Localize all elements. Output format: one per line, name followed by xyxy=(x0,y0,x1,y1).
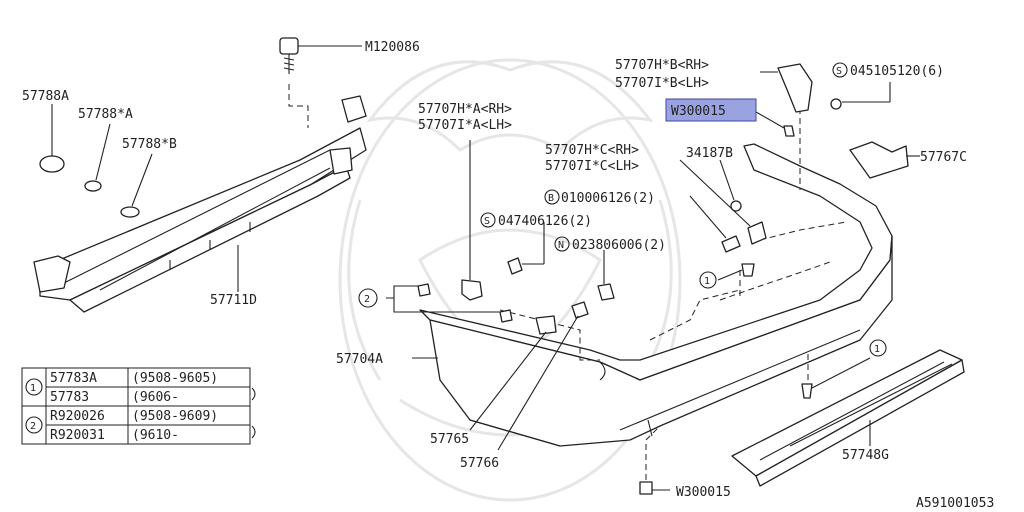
callout-57707h-a-rh[interactable]: 57707H*A<RH> xyxy=(418,102,512,117)
step-pad-57748g[interactable] xyxy=(731,349,965,487)
retainer-57765[interactable] xyxy=(469,315,557,431)
callout-57766[interactable]: 57766 xyxy=(460,456,499,471)
retainer-57766[interactable] xyxy=(497,301,589,451)
table-ref-2-marker xyxy=(25,416,43,434)
marker-n: N xyxy=(554,236,570,252)
bolt-047406126[interactable] xyxy=(507,222,545,275)
table-row-part: R920031 xyxy=(50,428,105,443)
callout-57788-star-b[interactable]: 57788*B xyxy=(122,137,177,152)
table-ref-1: 1 xyxy=(30,383,36,394)
bolt-m120086[interactable] xyxy=(279,37,362,128)
highlight-w300015 xyxy=(665,98,757,122)
table-ref-2: 2 xyxy=(30,421,36,432)
marker-2: 2 xyxy=(358,288,378,308)
table-row-part: 57783A xyxy=(50,371,97,386)
marker-s-right: S xyxy=(832,62,848,78)
svg-text:1: 1 xyxy=(704,276,710,287)
callout-57707i-c-lh[interactable]: 57707I*C<LH> xyxy=(545,159,639,174)
table-row-part: R920026 xyxy=(50,409,105,424)
marker-b: B xyxy=(544,189,560,205)
table-row-part: 57783 xyxy=(50,390,89,405)
clip-w300015-bottom[interactable] xyxy=(639,481,670,495)
bracket-57707h-b[interactable] xyxy=(760,63,813,113)
callout-57707h-c-rh[interactable]: 57707H*C<RH> xyxy=(545,143,639,158)
grommet-57788-star-b[interactable] xyxy=(120,153,153,218)
bracket-57707h-c[interactable] xyxy=(679,159,767,245)
callout-010006126[interactable]: 010006126(2) xyxy=(561,191,655,206)
marker-1-lower: 1 xyxy=(869,339,887,357)
svg-text:1: 1 xyxy=(874,344,880,355)
svg-text:2: 2 xyxy=(364,294,370,305)
side-bracket-57767c[interactable] xyxy=(849,141,920,179)
clip-w300015-top[interactable] xyxy=(755,111,795,137)
marker-s-upper: S xyxy=(480,212,496,228)
bolt-045105120[interactable] xyxy=(830,82,891,110)
table-row-dates: (9610- xyxy=(132,428,179,443)
table-row-dates: (9508-9609) xyxy=(132,409,218,424)
callout-045105120[interactable]: 045105120(6) xyxy=(850,64,944,79)
marker-1-upper: 1 xyxy=(699,271,717,289)
callout-57707i-b-lh[interactable]: 57707I*B<LH> xyxy=(615,76,709,91)
applicability-table: 1 2 57783A (9508-9605) 57783 (9606- R920… xyxy=(21,367,256,445)
callout-57788-star-a[interactable]: 57788*A xyxy=(78,107,133,122)
nut-023806006[interactable] xyxy=(597,250,615,301)
callout-047406126[interactable]: 047406126(2) xyxy=(498,214,592,229)
callout-34187b[interactable]: 34187B xyxy=(686,146,733,161)
callout-57707h-b-rh[interactable]: 57707H*B<RH> xyxy=(615,58,709,73)
callout-023806006[interactable]: 023806006(2) xyxy=(572,238,666,253)
grommet-57788a[interactable] xyxy=(39,104,65,173)
svg-text:B: B xyxy=(548,193,554,204)
bolt-010006126[interactable] xyxy=(689,195,741,253)
callout-57788a[interactable]: 57788A xyxy=(22,89,69,104)
reinforcement-beam-57711d[interactable] xyxy=(33,95,367,313)
clip-1-upper[interactable] xyxy=(717,263,755,281)
callout-57767c[interactable]: 57767C xyxy=(920,150,967,165)
bracket-57707h-a[interactable] xyxy=(461,140,483,301)
callout-57765[interactable]: 57765 xyxy=(430,432,469,447)
nut-34187b[interactable] xyxy=(719,159,742,212)
callout-w300015-top[interactable]: W300015 xyxy=(671,104,726,119)
svg-text:N: N xyxy=(558,240,564,251)
table-ref-1-marker xyxy=(25,378,43,396)
callout-57711d[interactable]: 57711D xyxy=(210,293,257,308)
callout-57707i-a-lh[interactable]: 57707I*A<LH> xyxy=(418,118,512,133)
document-id: A591001053 xyxy=(916,496,994,511)
rear-bumper-face-57704a[interactable] xyxy=(419,143,893,447)
clip-1-lower[interactable] xyxy=(801,357,871,399)
clip-2-group[interactable] xyxy=(386,283,513,323)
table-row-dates: (9606- xyxy=(132,390,179,405)
callout-w300015-bottom[interactable]: W300015 xyxy=(676,485,731,500)
svg-text:S: S xyxy=(484,216,490,227)
table-row-dates: (9508-9605) xyxy=(132,371,218,386)
callout-57704a[interactable]: 57704A xyxy=(336,352,383,367)
svg-text:S: S xyxy=(836,66,842,77)
callout-m120086[interactable]: M120086 xyxy=(365,40,420,55)
callout-57748g[interactable]: 57748G xyxy=(842,448,889,463)
grommet-57788-star-a[interactable] xyxy=(84,123,111,192)
